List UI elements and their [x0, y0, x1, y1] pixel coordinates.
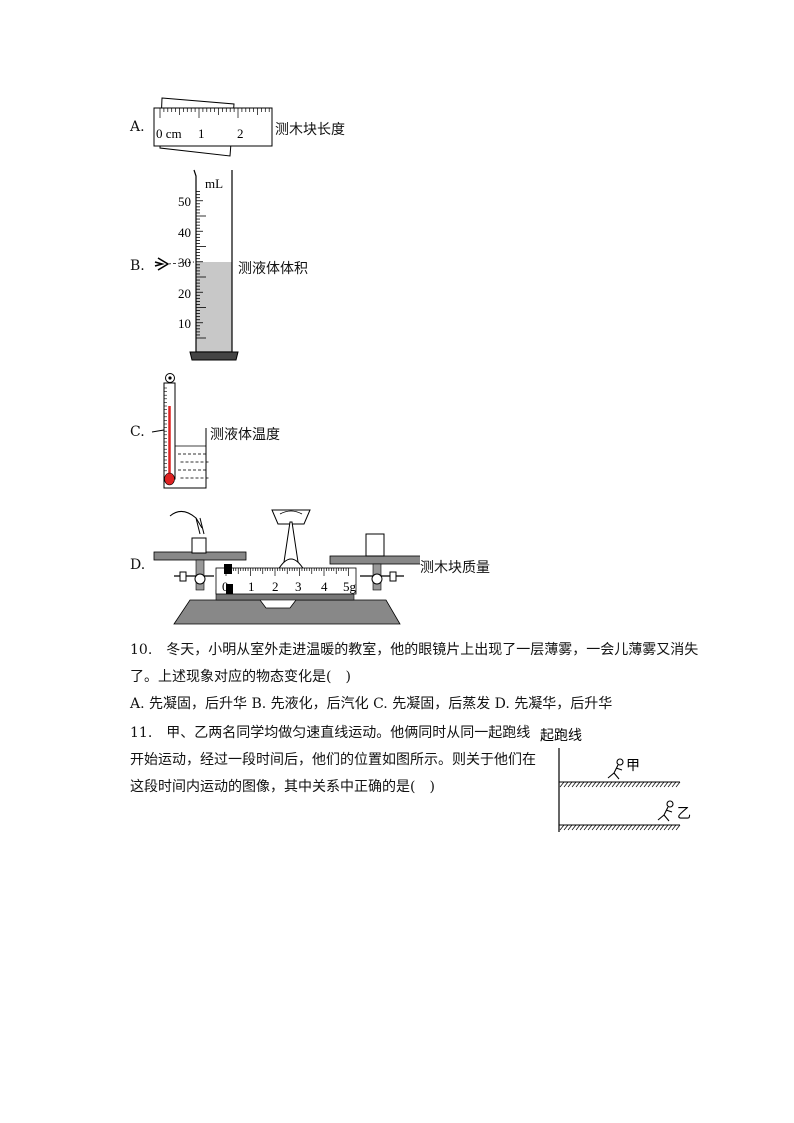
cyl-label-10: 10	[178, 316, 191, 331]
runner-b-label: 乙	[677, 806, 691, 822]
eye-icon	[154, 257, 195, 271]
q10-line2: 了。上述现象对应的物态变化是( )	[130, 669, 351, 685]
option-c-caption: 测液体温度	[210, 427, 280, 443]
beam-label-4: 4	[321, 579, 328, 594]
q11-line2: 开始运动，经过一段时间后，他们的位置如图所示。则关于他们在	[130, 752, 536, 768]
runner-a-label: 甲	[626, 759, 640, 774]
runner-a-icon	[607, 758, 624, 780]
option-b-letter: B.	[130, 258, 145, 274]
option-a-letter: A.	[130, 119, 145, 135]
ruler-label-1: 1	[198, 126, 205, 141]
q11-line3: 这段时间内运动的图像，其中关系中正确的是( )	[130, 779, 435, 795]
balance-figure: 0 1 2 3 4 5g	[153, 509, 420, 625]
option-a-caption: 测木块长度	[275, 122, 345, 138]
start-line-label: 起跑线	[540, 728, 582, 744]
q10-line1: 10. 冬天，小明从室外走进温暖的教室，他的眼镜片上出现了一层薄雾，一会儿薄雾又…	[130, 642, 699, 658]
ruler-label-2: 2	[237, 126, 244, 141]
option-c-letter: C.	[130, 424, 145, 440]
beam-label-5: 5g	[343, 579, 357, 594]
option-b-caption: 测液体体积	[238, 261, 308, 277]
q10-options: A. 先凝固，后升华 B. 先液化，后汽化 C. 先凝固，后蒸发 D. 先凝华，…	[130, 696, 613, 712]
q11-line1: 11. 甲、乙两名同学均做匀速直线运动。他俩同时从同一起跑线	[130, 725, 531, 741]
track-figure: 起跑线 甲 乙	[540, 728, 691, 832]
runner-b-icon	[657, 800, 674, 822]
beam-label-0: 0	[222, 579, 229, 594]
thermometer-figure	[151, 373, 209, 489]
cyl-label-40: 40	[178, 225, 191, 240]
ruler-figure: 0 cm 1 2	[153, 97, 273, 157]
cylinder-figure: mL 50 40 30 20 10	[154, 169, 239, 361]
cyl-label-20: 20	[178, 286, 191, 301]
beam-label-1: 1	[248, 579, 255, 594]
beam-label-2: 2	[272, 579, 279, 594]
ruler-label-0: 0 cm	[156, 126, 182, 141]
option-d-letter: D.	[130, 557, 146, 573]
option-d-caption: 测木块质量	[420, 560, 490, 576]
cyl-label-50: 50	[178, 194, 191, 209]
beam-label-3: 3	[295, 579, 302, 594]
cylinder-unit: mL	[205, 176, 223, 191]
